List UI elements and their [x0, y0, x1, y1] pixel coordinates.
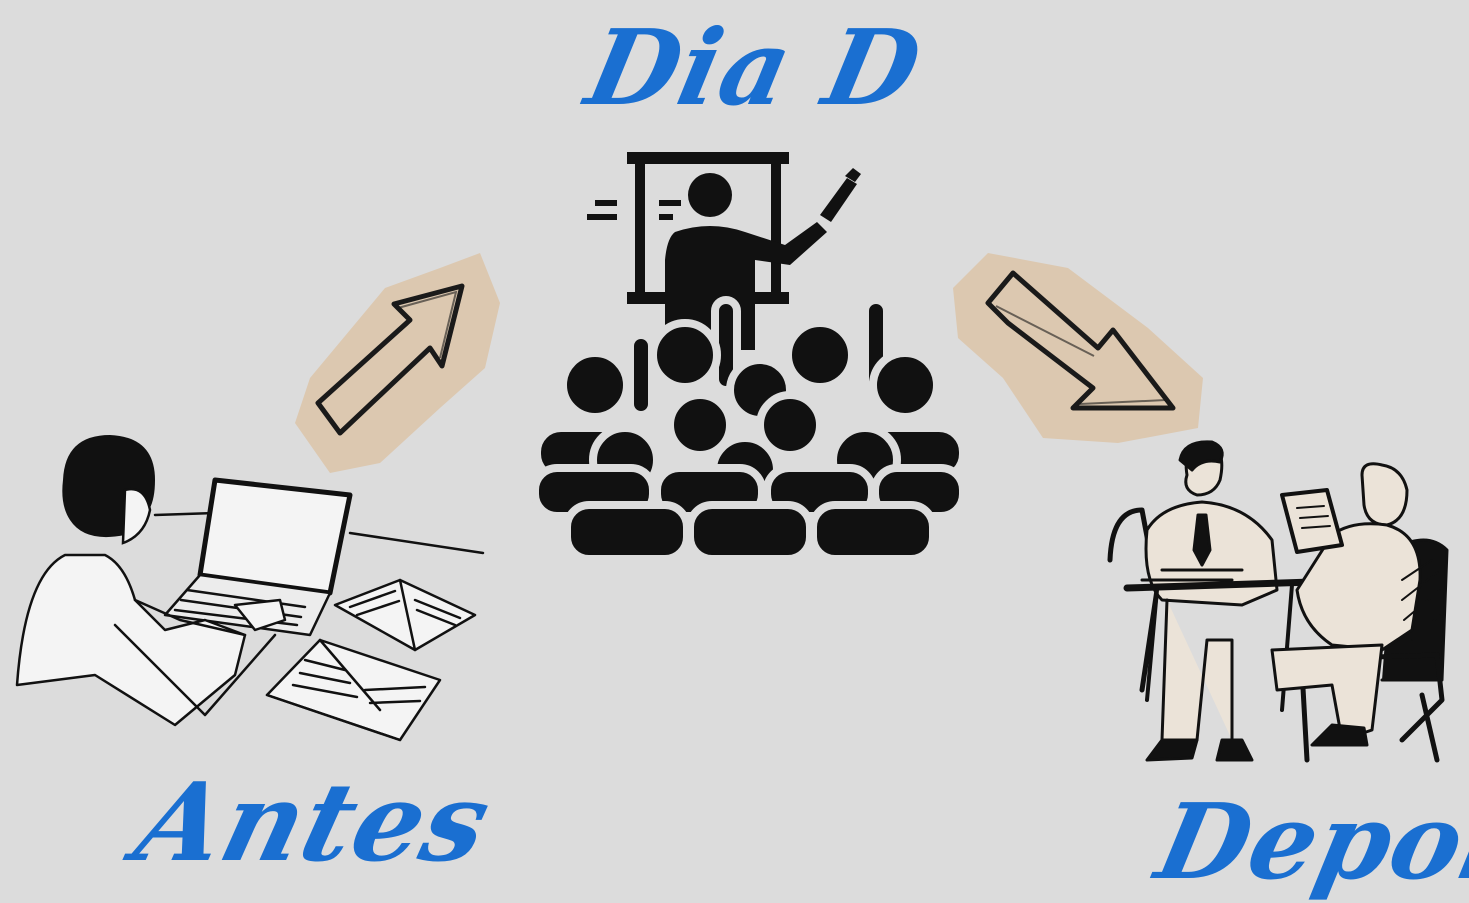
meeting-illustration [1107, 440, 1449, 763]
left-label: Antes [124, 760, 503, 886]
center-label: Dia D [576, 6, 932, 129]
arrow-up-right-icon [295, 253, 500, 473]
study-illustration [15, 435, 485, 742]
arrow-down-right-icon [953, 253, 1203, 443]
right-label: Depois [1146, 780, 1469, 903]
presentation-icon [531, 152, 967, 563]
